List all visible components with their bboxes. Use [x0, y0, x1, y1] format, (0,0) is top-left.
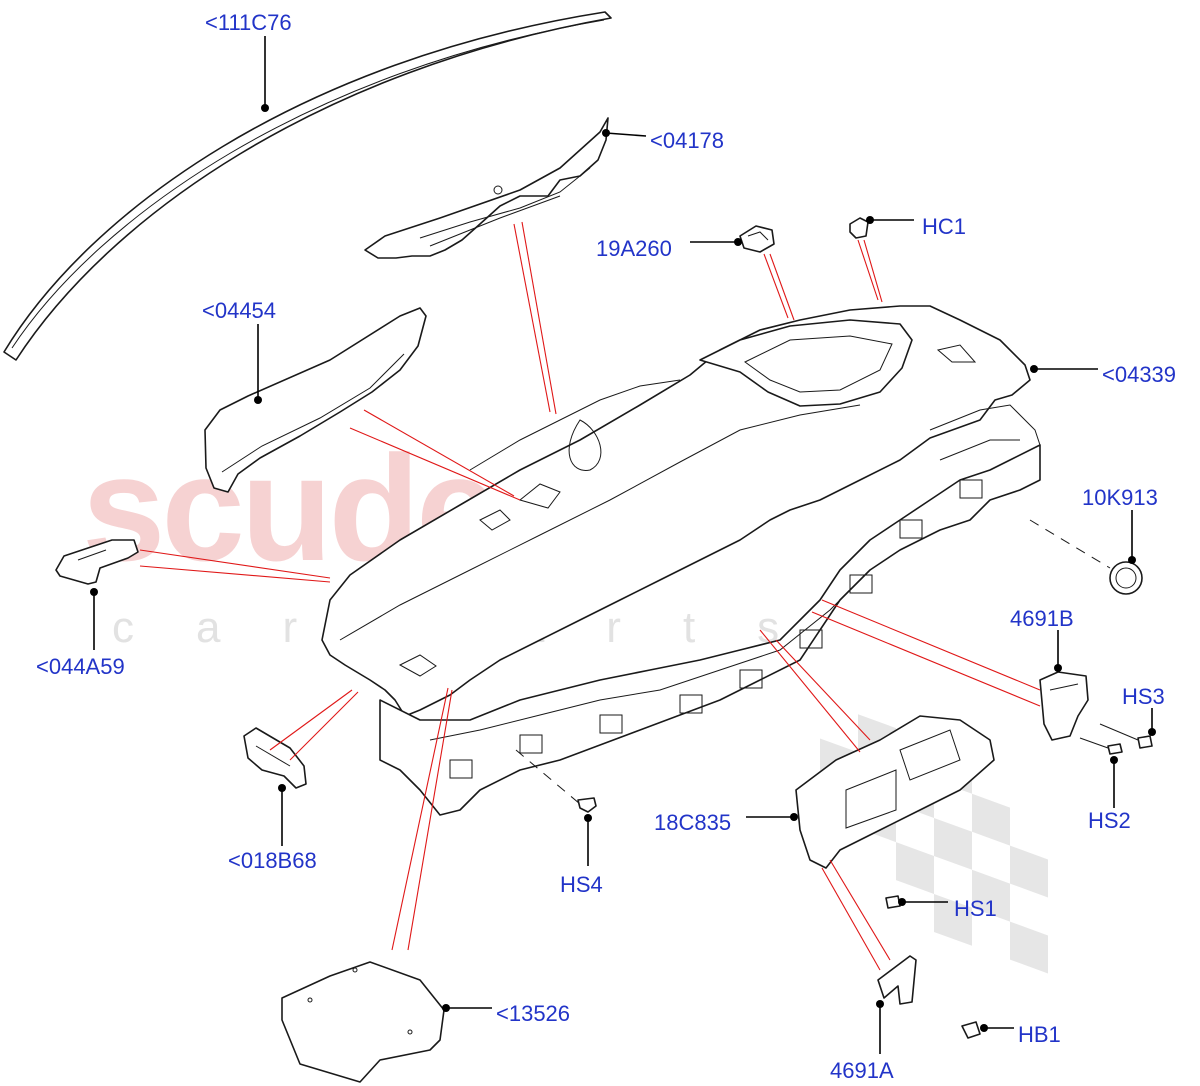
label-044a59[interactable]: <044A59 — [36, 654, 125, 679]
label-111c76[interactable]: <111C76 — [205, 10, 292, 35]
part-windscreen-finisher — [3, 11, 612, 361]
part-side-trim-panel — [204, 307, 427, 493]
label-hc1[interactable]: HC1 — [922, 214, 966, 239]
screw-hs3 — [1099, 723, 1153, 749]
part-bracket-4691b — [1039, 671, 1089, 741]
label-hs4[interactable]: HS4 — [560, 872, 603, 897]
screw-hb1 — [961, 1021, 981, 1039]
part-instrument-panel — [321, 305, 1041, 816]
label-4691a[interactable]: 4691A — [830, 1058, 894, 1083]
part-clip-hc1 — [849, 217, 869, 239]
label-hs2[interactable]: HS2 — [1088, 808, 1131, 833]
label-18c835[interactable]: 18C835 — [654, 810, 731, 835]
dashed-guide-hs4 — [515, 749, 581, 805]
label-hb1[interactable]: HB1 — [1018, 1022, 1061, 1047]
red-callouts — [139, 221, 1041, 971]
label-04339[interactable]: <04339 — [1102, 362, 1176, 387]
label-4691b[interactable]: 4691B — [1010, 606, 1074, 631]
part-glovebox-18c835 — [795, 715, 995, 869]
label-19a260[interactable]: 19A260 — [596, 236, 672, 261]
screw-hs1 — [885, 895, 901, 909]
part-heat-shield-13526 — [281, 961, 445, 1083]
screw-hs2 — [1079, 737, 1123, 755]
label-018b68[interactable]: <018B68 — [228, 848, 317, 873]
part-switch-19a260 — [739, 225, 775, 253]
part-labels: <111C76 <04178 19A260 HC1 <04454 <04339 … — [36, 10, 1176, 1083]
label-13526[interactable]: <13526 — [496, 1001, 570, 1026]
part-bracket-4691a — [877, 955, 917, 1005]
label-hs3[interactable]: HS3 — [1122, 684, 1165, 709]
part-speaker-10k913 — [1109, 561, 1143, 595]
label-hs1[interactable]: HS1 — [954, 896, 997, 921]
label-04178[interactable]: <04178 — [650, 128, 724, 153]
screw-hs4 — [577, 797, 597, 813]
dashed-guide-10k913 — [1029, 519, 1111, 569]
label-04454[interactable]: <04454 — [202, 298, 276, 323]
label-10k913[interactable]: 10K913 — [1082, 485, 1158, 510]
part-upper-trim-panel — [364, 117, 609, 259]
leader-lines — [90, 36, 1156, 1054]
part-bracket-018b68 — [243, 727, 307, 789]
part-bracket-044a59 — [55, 539, 139, 585]
